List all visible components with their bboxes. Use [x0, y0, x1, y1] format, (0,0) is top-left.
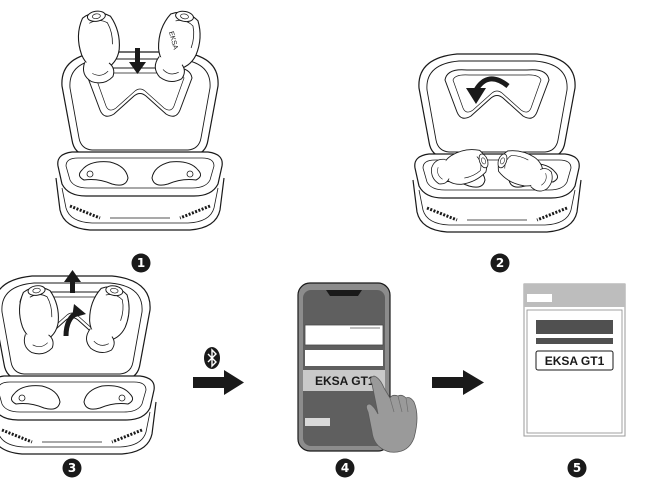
svg-text:1: 1 — [137, 256, 145, 270]
settings-device-name: EKSA GT1 — [545, 354, 605, 368]
arrow-up-icon — [64, 270, 81, 293]
step-1-illustration: EKSA 1 — [54, 7, 226, 273]
step-badge-5: 5 — [567, 458, 587, 478]
pointing-hand-icon — [366, 375, 418, 453]
svg-text:3: 3 — [68, 461, 76, 475]
arrow-right-icon — [432, 370, 484, 395]
step-2-illustration: 2 — [411, 52, 583, 273]
step-badge-1: 1 — [131, 253, 151, 273]
earbud-marking: EKSA — [167, 31, 179, 51]
step-3-illustration: 3 — [0, 270, 158, 478]
step-4-illustration: EKSA GT1 4 — [297, 282, 418, 478]
phone-button — [305, 418, 330, 426]
step-badge-2: 2 — [490, 253, 510, 273]
settings-header-title — [527, 294, 552, 302]
svg-text:4: 4 — [341, 461, 349, 475]
phone-list-item-accent — [350, 327, 380, 329]
svg-text:5: 5 — [573, 461, 581, 475]
svg-text:2: 2 — [496, 256, 504, 270]
settings-bar — [536, 320, 613, 334]
arrow-down-icon — [129, 48, 146, 74]
settings-bar — [536, 338, 613, 344]
phone-device-name: EKSA GT1 — [315, 374, 375, 388]
charging-case — [54, 50, 226, 232]
step-5-illustration: EKSA GT1 5 — [523, 283, 626, 478]
bluetooth-icon — [204, 347, 220, 369]
phone-list-item — [305, 350, 383, 366]
phone-device-item — [303, 370, 385, 391]
settings-device-item — [535, 350, 614, 371]
arrow-right-icon — [193, 370, 244, 395]
curved-arrow-icon — [63, 304, 86, 337]
settings-panel-inner — [526, 309, 623, 434]
phone-list-item — [304, 324, 384, 346]
curved-arrow-icon — [466, 76, 510, 104]
step-badge-4: 4 — [335, 458, 355, 478]
step-badge-3: 3 — [62, 458, 82, 478]
